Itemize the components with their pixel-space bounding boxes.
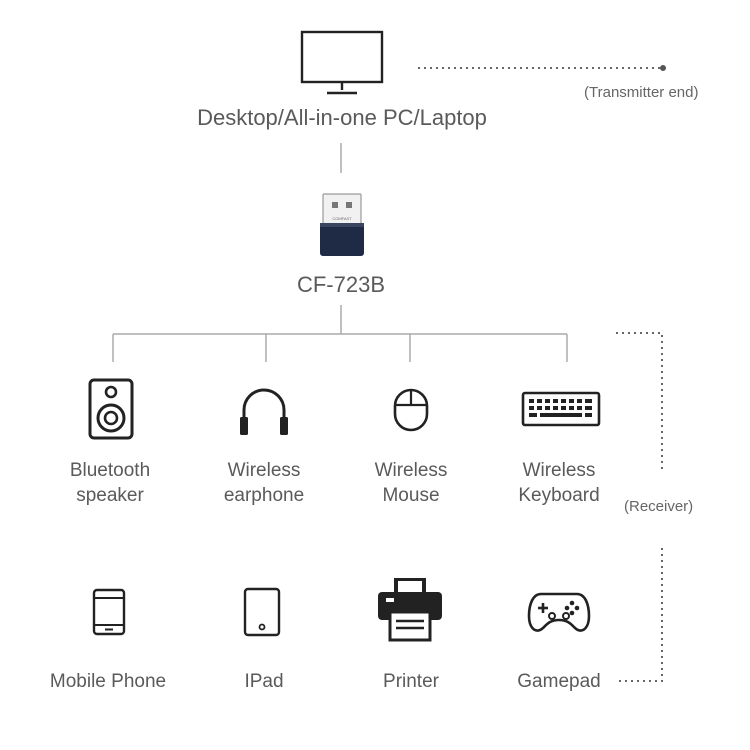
label-line-2: Mouse — [382, 485, 440, 506]
label-line-2: earphone — [223, 485, 305, 506]
gamepad-icon — [527, 592, 591, 632]
label-wireless-mouse: Wireless Mouse — [341, 458, 481, 508]
tablet-icon — [243, 587, 281, 637]
monitor-icon — [300, 30, 384, 95]
label-line-2: speaker — [76, 485, 144, 506]
label-line-2: Keyboard — [518, 485, 600, 506]
receiver-bracket-top — [616, 332, 663, 470]
transmitter-dot — [660, 65, 666, 71]
label-line-1: Wireless — [227, 460, 301, 481]
label-bluetooth-speaker: Bluetooth speaker — [40, 458, 180, 508]
receiver-note: (Receiver) — [624, 498, 694, 515]
label-line-1: Bluetooth — [69, 460, 151, 481]
receiver-bracket-bottom — [616, 548, 663, 682]
label-wireless-keyboard: Wireless Keyboard — [489, 458, 629, 508]
label-line-1: Wireless — [522, 460, 596, 481]
label-mobile-phone: Mobile Phone — [49, 671, 167, 692]
transmitter-note: (Transmitter end) — [584, 84, 699, 101]
label-gamepad: Gamepad — [517, 671, 601, 692]
source-label: Desktop/All-in-one PC/Laptop — [197, 105, 487, 130]
label-ipad: IPad — [244, 671, 284, 692]
usb-dongle-icon — [320, 193, 364, 256]
headphones-icon — [240, 388, 288, 435]
mobile-phone-icon — [92, 588, 126, 636]
dongle-brand-text: COMFAST — [332, 216, 352, 221]
printer-icon — [378, 578, 442, 642]
speaker-icon — [88, 378, 134, 440]
mouse-icon — [393, 388, 429, 432]
keyboard-icon — [521, 391, 601, 427]
label-printer: Printer — [383, 671, 439, 692]
label-wireless-earphone: Wireless earphone — [194, 458, 334, 508]
label-line-1: Wireless — [374, 460, 448, 481]
adapter-label: CF-723B — [296, 272, 386, 297]
